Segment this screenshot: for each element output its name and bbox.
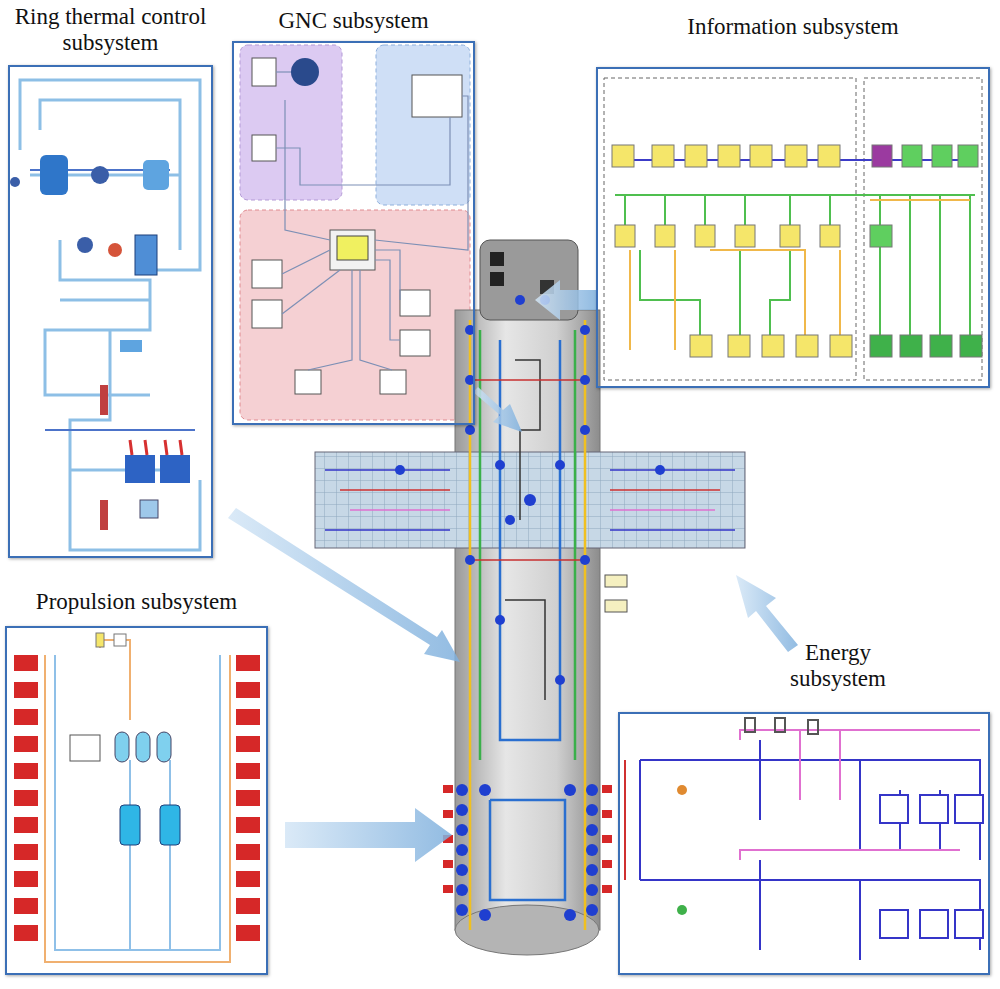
energy-schematic [625,718,983,960]
information-schematic [604,78,982,380]
propulsion-schematic [14,633,260,962]
subsystem-heading: GNC subsystem [232,8,475,34]
mapping-arrows [228,280,798,862]
panel-frame [232,41,475,425]
subsystem-panel: Ring thermal control subsystem [8,0,213,558]
panel-frame [596,67,990,388]
panel-frame [618,712,990,975]
subsystem-heading: Ring thermal control subsystem [8,4,213,56]
thermal-schematic [20,80,200,550]
subsystem-panel: Propulsion subsystem [5,586,268,975]
subsystem-panel: GNC subsystem [232,5,475,425]
panel-frame [8,65,213,558]
subsystem-panel: Information subsystem [596,10,990,388]
thermal-components [10,155,190,530]
subsystem-heading: Energy subsystem [778,640,898,692]
subsystem-heading: Propulsion subsystem [5,589,268,615]
panel-frame [5,626,268,975]
subsystem-panel: Energy subsystem [618,640,990,975]
gnc-schematic [240,45,470,420]
subsystem-heading: Information subsystem [596,14,990,40]
